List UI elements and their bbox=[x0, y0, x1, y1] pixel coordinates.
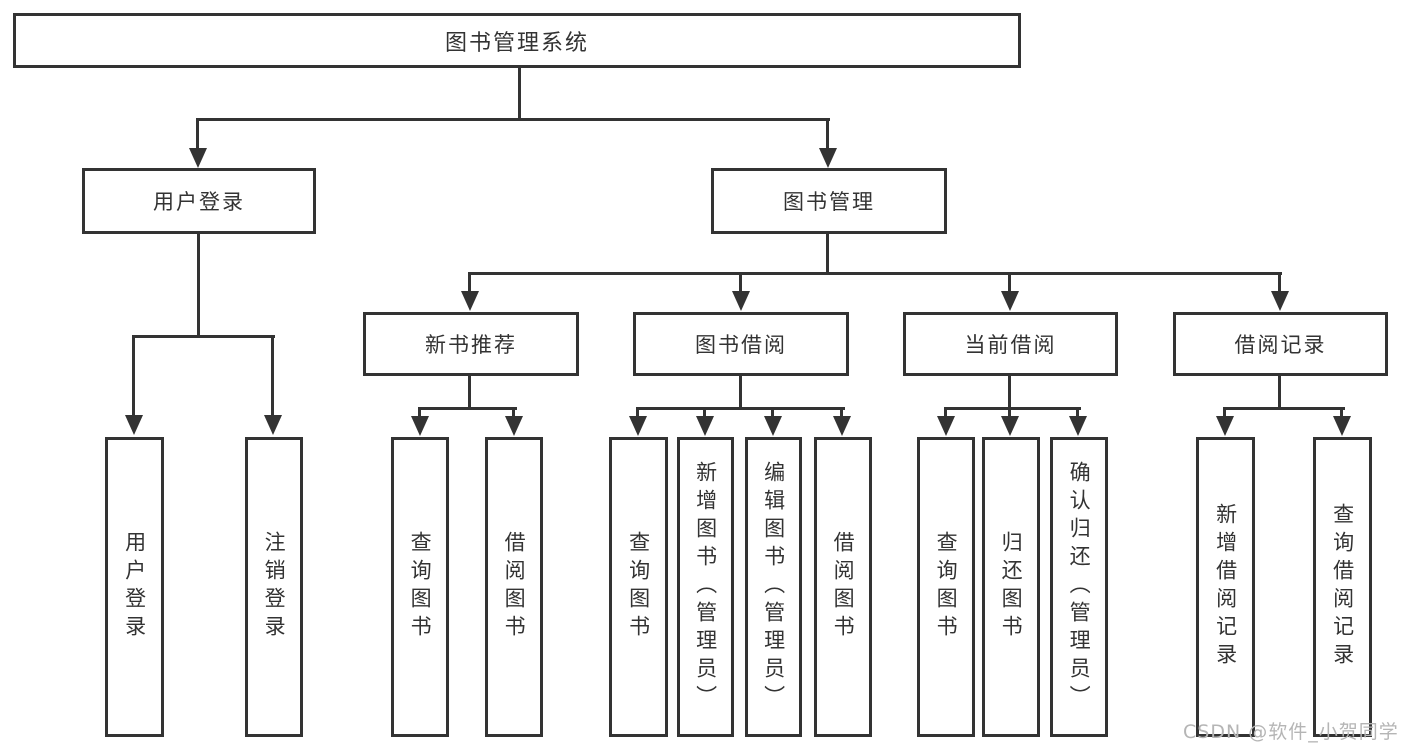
arrow-to-leaf-logout bbox=[264, 335, 282, 435]
connector-current-stub bbox=[1008, 374, 1011, 410]
connector-record-rail bbox=[1223, 407, 1345, 410]
arrow-to-current-return bbox=[1001, 407, 1019, 436]
leaf-borrow-borrow-book: 借阅图书 bbox=[814, 437, 872, 737]
node-root-label: 图书管理系统 bbox=[444, 30, 589, 56]
connector-borrow-rail bbox=[636, 407, 845, 410]
leaf-borrow-add-book-admin: 新增图书（管理员） bbox=[677, 437, 734, 737]
leaf-borrow-edit-book-admin: 编辑图书（管理员） bbox=[745, 437, 802, 737]
leaf-borrow-borrow-book-label: 借阅图书 bbox=[831, 531, 856, 643]
leaf-current-confirm-return-admin-label: 确认归还（管理员） bbox=[1067, 461, 1092, 713]
leaf-recommend-query-book-label: 查询图书 bbox=[408, 531, 433, 643]
node-new-book-recommend: 新书推荐 bbox=[363, 312, 579, 376]
leaf-current-return-book: 归还图书 bbox=[982, 437, 1040, 737]
node-book-manage-label: 图书管理 bbox=[783, 190, 875, 214]
leaf-current-return-book-label: 归还图书 bbox=[999, 531, 1024, 643]
leaf-current-confirm-return-admin: 确认归还（管理员） bbox=[1050, 437, 1108, 737]
connector-recommend-stub bbox=[468, 374, 471, 410]
node-current-borrow-label: 当前借阅 bbox=[964, 333, 1057, 357]
leaf-recommend-query-book: 查询图书 bbox=[391, 437, 449, 737]
leaf-record-add-record-label: 新增借阅记录 bbox=[1213, 503, 1238, 671]
node-book-borrow: 图书借阅 bbox=[633, 312, 849, 376]
connector-level1-rail bbox=[197, 118, 830, 121]
arrow-to-record-query bbox=[1333, 407, 1351, 436]
node-book-manage: 图书管理 bbox=[711, 168, 947, 234]
leaf-user-login-label: 用户登录 bbox=[122, 531, 147, 643]
arrow-to-current-borrow bbox=[1001, 272, 1019, 311]
arrow-to-user-login bbox=[189, 118, 207, 168]
arrow-to-recommend-borrow bbox=[505, 407, 523, 436]
arrow-to-current-confirm bbox=[1069, 407, 1087, 436]
leaf-logout: 注销登录 bbox=[245, 437, 303, 737]
node-borrow-record: 借阅记录 bbox=[1173, 312, 1388, 376]
leaf-user-login: 用户登录 bbox=[105, 437, 164, 737]
arrow-to-book-borrow bbox=[732, 272, 750, 311]
arrow-to-leaf-user-login bbox=[125, 335, 143, 435]
csdn-watermark: CSDN @软件_小贺同学 bbox=[1183, 721, 1399, 743]
leaf-borrow-add-book-admin-label: 新增图书（管理员） bbox=[693, 461, 718, 713]
arrow-to-borrow-query bbox=[629, 407, 647, 436]
arrow-to-borrow-edit bbox=[764, 407, 782, 436]
arrow-to-borrow-borrow bbox=[833, 407, 851, 436]
leaf-record-query-record: 查询借阅记录 bbox=[1313, 437, 1372, 737]
connector-record-stub bbox=[1278, 374, 1281, 410]
connector-current-rail bbox=[944, 407, 1081, 410]
arrow-to-borrow-record bbox=[1271, 272, 1289, 311]
connector-user-login-stub bbox=[197, 232, 200, 338]
leaf-recommend-borrow-book-label: 借阅图书 bbox=[502, 531, 527, 643]
node-book-borrow-label: 图书借阅 bbox=[695, 333, 787, 357]
node-root: 图书管理系统 bbox=[13, 13, 1021, 68]
leaf-borrow-query-book: 查询图书 bbox=[609, 437, 668, 737]
connector-level3-rail bbox=[468, 272, 1282, 275]
leaf-borrow-query-book-label: 查询图书 bbox=[626, 531, 651, 643]
leaf-logout-label: 注销登录 bbox=[262, 531, 287, 643]
leaf-current-query-book-label: 查询图书 bbox=[934, 531, 959, 643]
arrow-to-current-query bbox=[937, 407, 955, 436]
arrow-to-record-add bbox=[1216, 407, 1234, 436]
node-user-login-label: 用户登录 bbox=[153, 190, 245, 214]
connector-user-login-rail bbox=[132, 335, 275, 338]
node-new-book-recommend-label: 新书推荐 bbox=[425, 333, 517, 357]
node-borrow-record-label: 借阅记录 bbox=[1234, 333, 1327, 357]
node-user-login: 用户登录 bbox=[82, 168, 316, 234]
arrow-to-book-manage bbox=[819, 118, 837, 168]
arrow-to-new-book-recommend bbox=[461, 272, 479, 311]
leaf-current-query-book: 查询图书 bbox=[917, 437, 975, 737]
leaf-recommend-borrow-book: 借阅图书 bbox=[485, 437, 543, 737]
arrow-to-recommend-query bbox=[411, 407, 429, 436]
connector-root-stub bbox=[518, 66, 521, 120]
node-current-borrow: 当前借阅 bbox=[903, 312, 1118, 376]
connector-recommend-rail bbox=[418, 407, 517, 410]
arrow-to-borrow-add bbox=[696, 407, 714, 436]
leaf-record-add-record: 新增借阅记录 bbox=[1196, 437, 1255, 737]
connector-book-manage-stub bbox=[826, 232, 829, 275]
leaf-record-query-record-label: 查询借阅记录 bbox=[1330, 503, 1355, 671]
leaf-borrow-edit-book-admin-label: 编辑图书（管理员） bbox=[761, 461, 786, 713]
connector-borrow-stub bbox=[739, 374, 742, 410]
